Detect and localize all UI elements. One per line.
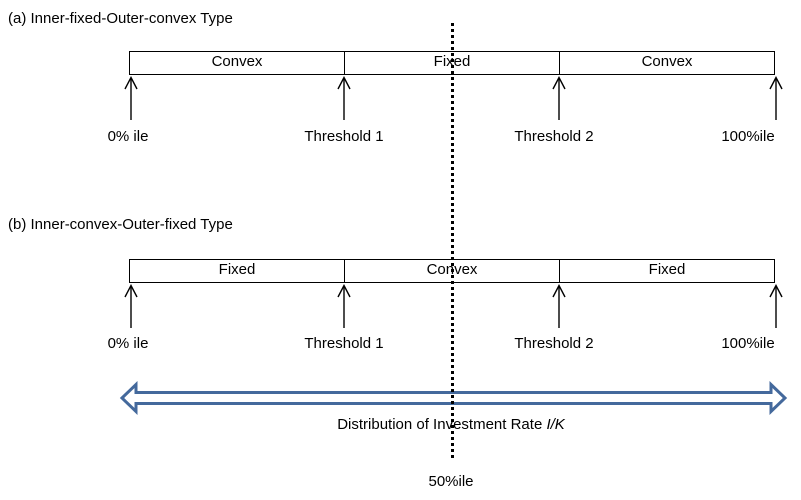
section-a-marker-0pct: 0% ile [107, 128, 149, 145]
median-percentile-label: 50%ile [428, 473, 474, 490]
up-arrow-icon [552, 76, 566, 120]
median-dotted-line [451, 23, 454, 458]
up-arrow-icon [337, 76, 351, 120]
up-arrow-icon [552, 284, 566, 328]
distribution-axis-label: Distribution of Investment Rate I/K [126, 416, 776, 433]
section-b-segment-outer-left: Fixed [218, 261, 256, 278]
section-a-title: (a) Inner-fixed-Outer-convex Type [8, 10, 233, 27]
section-a-marker-threshold2: Threshold 2 [514, 128, 594, 145]
section-b-marker-0pct: 0% ile [107, 335, 149, 352]
up-arrow-icon [337, 284, 351, 328]
section-a-marker-100pct: 100%ile [721, 128, 775, 145]
section-b-title: (b) Inner-convex-Outer-fixed Type [8, 216, 233, 233]
up-arrow-icon [124, 76, 138, 120]
up-arrow-icon [769, 284, 783, 328]
section-a-segment-outer-left: Convex [211, 53, 263, 70]
section-b-marker-threshold1: Threshold 1 [304, 335, 384, 352]
section-b-marker-threshold2: Threshold 2 [514, 335, 594, 352]
distribution-axis-label-text: Distribution of Investment Rate [337, 416, 547, 433]
section-a-segment-outer-right: Convex [559, 52, 774, 74]
up-arrow-icon [769, 76, 783, 120]
section-b-segment-outer-right: Fixed [559, 260, 774, 282]
section-b-marker-100pct: 100%ile [721, 335, 775, 352]
investment-rate-symbol: I/K [546, 416, 565, 433]
up-arrow-icon [124, 284, 138, 328]
section-a-marker-threshold1: Threshold 1 [304, 128, 384, 145]
